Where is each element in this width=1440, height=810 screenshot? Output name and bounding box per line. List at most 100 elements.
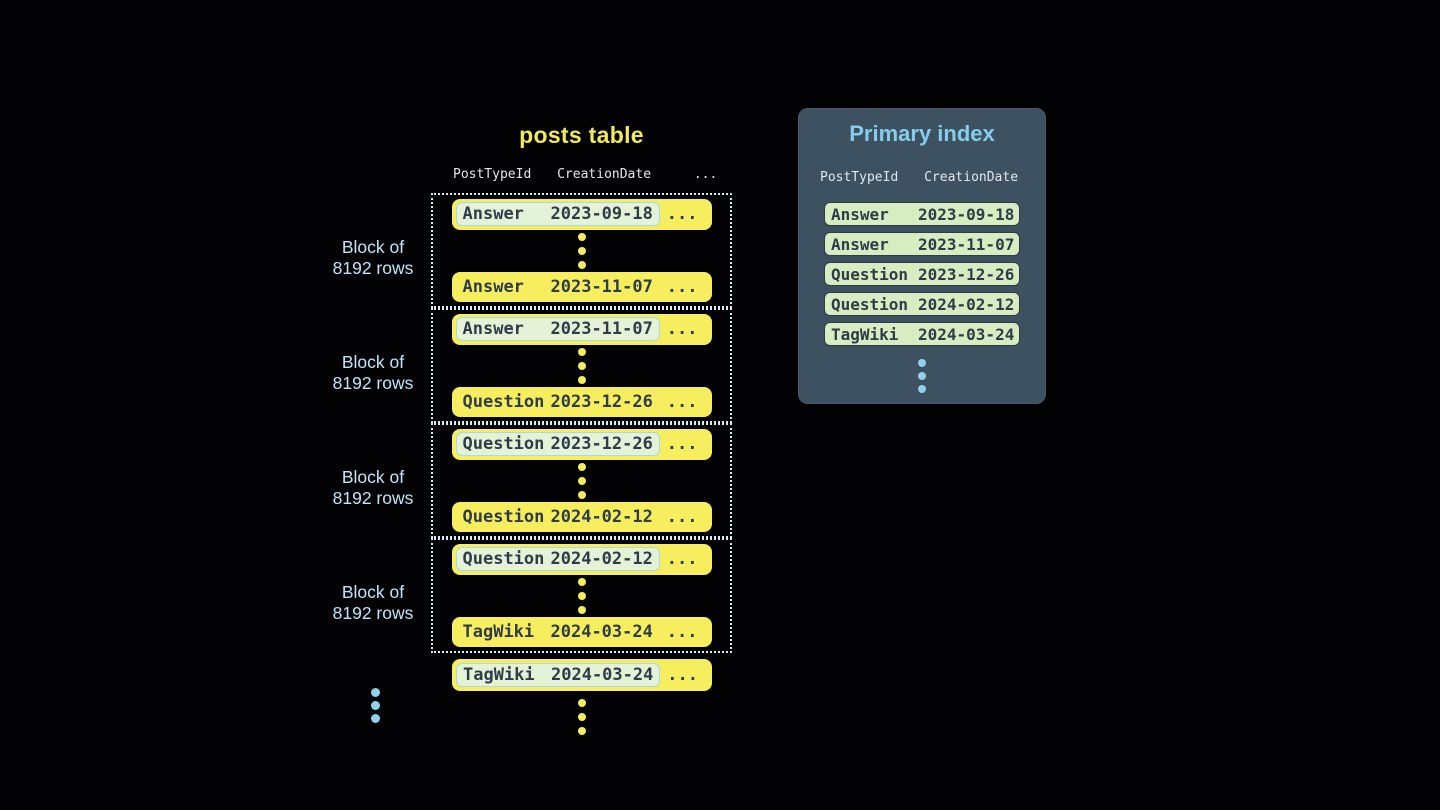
dot (577, 605, 586, 614)
dot (577, 490, 586, 499)
creation-date-cell: 2023-11-07 (918, 234, 1015, 254)
row-more-ellipsis: ... (666, 391, 698, 412)
indexed-key-highlight-box: Answer 2023-09-18 (455, 202, 660, 227)
dot (577, 347, 586, 356)
dot (577, 713, 586, 721)
posts-table-trailing-row-wrap: TagWiki 2024-03-24... (452, 659, 712, 691)
dot (577, 361, 586, 370)
creation-date-cell: 2023-11-07 (550, 319, 653, 340)
row-more-ellipsis: ... (666, 319, 698, 340)
row-more-ellipsis: ... (666, 549, 698, 570)
posts-table-column-headers: PostTypeId CreationDate ... (453, 167, 717, 182)
primary-index-panel: Primary index PostTypeId CreationDate An… (798, 108, 1046, 404)
posts-table-title: posts table (519, 122, 644, 148)
creation-date-cell: 2024-03-24 (918, 324, 1015, 344)
dot (577, 699, 586, 707)
block-inner-ellipsis-dots (577, 230, 586, 272)
post-type-cell: Question (462, 391, 545, 412)
row-more-ellipsis: ... (666, 204, 698, 225)
post-type-cell: TagWiki (463, 665, 535, 685)
primary-index-column-headers: PostTypeId CreationDate (820, 170, 1018, 185)
dot (577, 462, 586, 471)
posts-table-bottom-ellipsis-dots (577, 696, 586, 738)
more-blocks-ellipsis-dots (371, 686, 380, 725)
block-label-line1: Block of (341, 237, 405, 257)
post-type-cell: Question (462, 549, 545, 570)
dot (371, 688, 380, 697)
post-type-cell: Question (462, 434, 545, 455)
row-more-ellipsis: ... (666, 434, 698, 455)
primary-index-row: Answer 2023-09-18 (824, 202, 1020, 226)
creation-date-cell: 2024-02-12 (918, 294, 1015, 314)
column-header-posttypeid: PostTypeId (453, 167, 532, 182)
primary-index-ellipsis-dots (918, 356, 926, 395)
post-type-cell: TagWiki (831, 324, 899, 344)
posts-table-row: Answer 2023-11-07... (451, 314, 712, 345)
indexed-key-highlight-box: TagWiki 2024-03-24 (456, 663, 661, 687)
primary-index-row: Question 2023-12-26 (824, 262, 1020, 286)
creation-date-cell: 2023-09-18 (918, 204, 1015, 224)
creation-date-cell: 2023-12-26 (918, 264, 1015, 284)
row-more-ellipsis: ... (666, 621, 698, 642)
posts-table-row: Answer 2023-09-18... (451, 199, 712, 230)
primary-index-row: TagWiki 2024-03-24 (824, 322, 1020, 346)
dot (577, 375, 586, 384)
dot (577, 577, 586, 586)
dot (371, 701, 380, 710)
dot (577, 232, 586, 241)
creation-date-cell: 2023-11-07 (550, 276, 653, 297)
creation-date-cell: 2023-12-26 (550, 434, 653, 455)
column-header-more-ellipsis: ... (693, 167, 718, 182)
post-type-cell: Answer (831, 204, 889, 224)
row-more-ellipsis: ... (667, 665, 698, 685)
post-type-cell: Answer (462, 204, 524, 225)
block-label-line2: 8192 rows (332, 488, 414, 508)
dot (577, 476, 586, 485)
column-header-posttypeid: PostTypeId (820, 170, 899, 185)
post-type-cell: Question (462, 506, 545, 527)
column-header-creationdate: CreationDate (924, 170, 1019, 185)
dot (371, 714, 380, 723)
post-type-cell: Question (831, 294, 909, 314)
posts-table-row: TagWiki 2024-03-24... (452, 659, 712, 691)
creation-date-cell: 2024-03-24 (551, 665, 654, 685)
block-label-line2: 8192 rows (332, 258, 414, 278)
creation-date-cell: 2023-09-18 (550, 204, 653, 225)
column-header-creationdate: CreationDate (557, 167, 652, 182)
block-label-line1: Block of (341, 467, 405, 487)
dot (918, 371, 926, 380)
posts-table-section: posts table PostTypeId CreationDate ... … (431, 0, 732, 760)
block-label-line1: Block of (341, 582, 405, 602)
block-inner-ellipsis-dots (577, 575, 586, 617)
creation-date-cell: 2024-02-12 (550, 549, 653, 570)
indexed-key-highlight-box: Answer 2023-11-07 (455, 317, 660, 342)
creation-date-cell: 2024-02-12 (550, 506, 653, 527)
post-type-cell: Question (831, 264, 909, 284)
dot (918, 358, 926, 367)
dot (918, 384, 926, 393)
block-inner-ellipsis-dots (577, 460, 586, 502)
dot (577, 260, 586, 269)
post-type-cell: Answer (462, 319, 524, 340)
block-label-line2: 8192 rows (332, 603, 414, 623)
